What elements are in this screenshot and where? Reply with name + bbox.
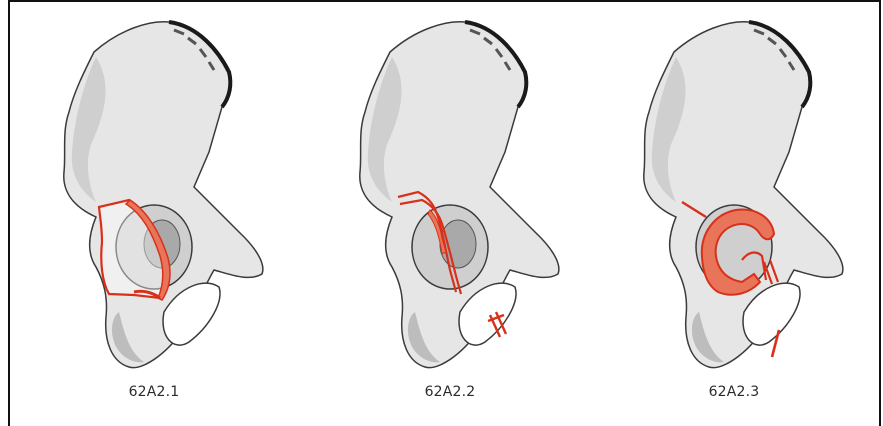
pelvis-illustration-62a2-1 [34,12,274,382]
pelvis-illustration-62a2-2 [330,12,570,382]
figure-caption: 62A2.3 [614,384,854,400]
figure-panel-62a2-3: 62A2.3 [614,12,854,407]
frame-left-border [8,0,10,426]
figure-caption: 62A2.2 [330,384,570,400]
pelvis-illustration-62a2-3 [614,12,854,382]
figure-caption: 62A2.1 [34,384,274,400]
frame-top-border [8,0,881,2]
frame-right-border [879,0,881,426]
figure-panel-62a2-2: 62A2.2 [330,12,570,407]
figure-panel-62a2-1: 62A2.1 [34,12,274,407]
